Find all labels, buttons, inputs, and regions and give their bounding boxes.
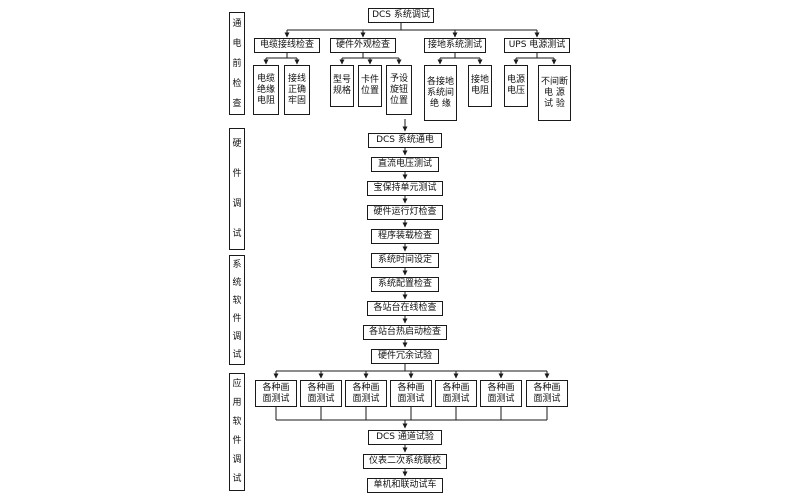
leaf-box-grounding-resistance: 接地 电阻 bbox=[468, 65, 492, 107]
section-label-system-software-commissioning: 系 统 软 件 调 试 bbox=[229, 255, 245, 365]
leaf-box-preset-knob-position: 予设 旋钮 位置 bbox=[386, 65, 412, 115]
leaf-box-model-specification: 型号 规格 bbox=[330, 65, 354, 107]
chain-node-retention-unit-test: 宝保持单元测试 bbox=[367, 181, 443, 196]
node-dcs-system-commissioning: DCS 系统调试 bbox=[368, 8, 434, 23]
group-box-hardware-appearance-check: 硬件外观检查 bbox=[330, 38, 396, 53]
final-node-dcs-channel-test: DCS 通道试验 bbox=[368, 430, 442, 445]
section-label-pre-power-check: 通 电 前 检 查 bbox=[229, 12, 245, 115]
chain-node-system-config-check: 系统配置检查 bbox=[371, 277, 439, 292]
screen-test-box: 各种画 面测试 bbox=[300, 380, 342, 407]
chain-node-station-hot-restart-check: 各站台热启动检查 bbox=[363, 325, 447, 340]
screen-test-box: 各种画 面测试 bbox=[526, 380, 568, 407]
screen-test-box: 各种画 面测试 bbox=[435, 380, 477, 407]
chain-node-program-load-check: 程序装载检查 bbox=[371, 229, 439, 244]
leaf-box-uninterruptible-power-test: 不间断 电 源 试 验 bbox=[538, 65, 571, 121]
chain-node-hardware-redundancy-test: 硬件冗余试验 bbox=[371, 349, 439, 364]
group-box-ups-power-test: UPS 电源测试 bbox=[504, 38, 570, 53]
section-label-hardware-commissioning: 硬 件 调 试 bbox=[229, 128, 245, 250]
screen-test-box: 各种画 面测试 bbox=[390, 380, 432, 407]
group-box-grounding-system-test: 接地系统测试 bbox=[424, 38, 486, 53]
chain-node-station-online-check: 各站台在线检查 bbox=[367, 301, 443, 316]
chain-node-system-time-setting: 系统时间设定 bbox=[371, 253, 439, 268]
screen-test-box: 各种画 面测试 bbox=[345, 380, 387, 407]
final-node-single-and-linkage-trial: 单机和联动试车 bbox=[367, 478, 443, 493]
chain-node-hardware-run-light-check: 硬件运行灯检查 bbox=[367, 205, 443, 220]
leaf-box-power-voltage: 电源 电压 bbox=[504, 65, 528, 107]
chain-node-dcs-power-on: DCS 系统通电 bbox=[368, 133, 442, 148]
final-node-instrument-secondary-calibration: 仪表二次系统联校 bbox=[363, 454, 447, 469]
chain-node-dc-voltage-test: 直流电压测试 bbox=[371, 157, 439, 172]
leaf-box-wiring-correct-secure: 接线 正确 牢固 bbox=[284, 65, 310, 115]
leaf-box-grounding-insulation: 各接地 系统间 绝 缘 bbox=[424, 65, 457, 121]
section-label-application-software-commissioning: 应 用 软 件 调 试 bbox=[229, 373, 245, 491]
leaf-box-card-position: 卡件 位置 bbox=[358, 65, 382, 107]
screen-test-box: 各种画 面测试 bbox=[480, 380, 522, 407]
screen-test-box: 各种画 面测试 bbox=[255, 380, 297, 407]
group-box-cable-wiring-check: 电缆接线检查 bbox=[254, 38, 320, 53]
leaf-box-cable-insulation-resistance: 电缆 绝缘 电阻 bbox=[253, 65, 279, 115]
